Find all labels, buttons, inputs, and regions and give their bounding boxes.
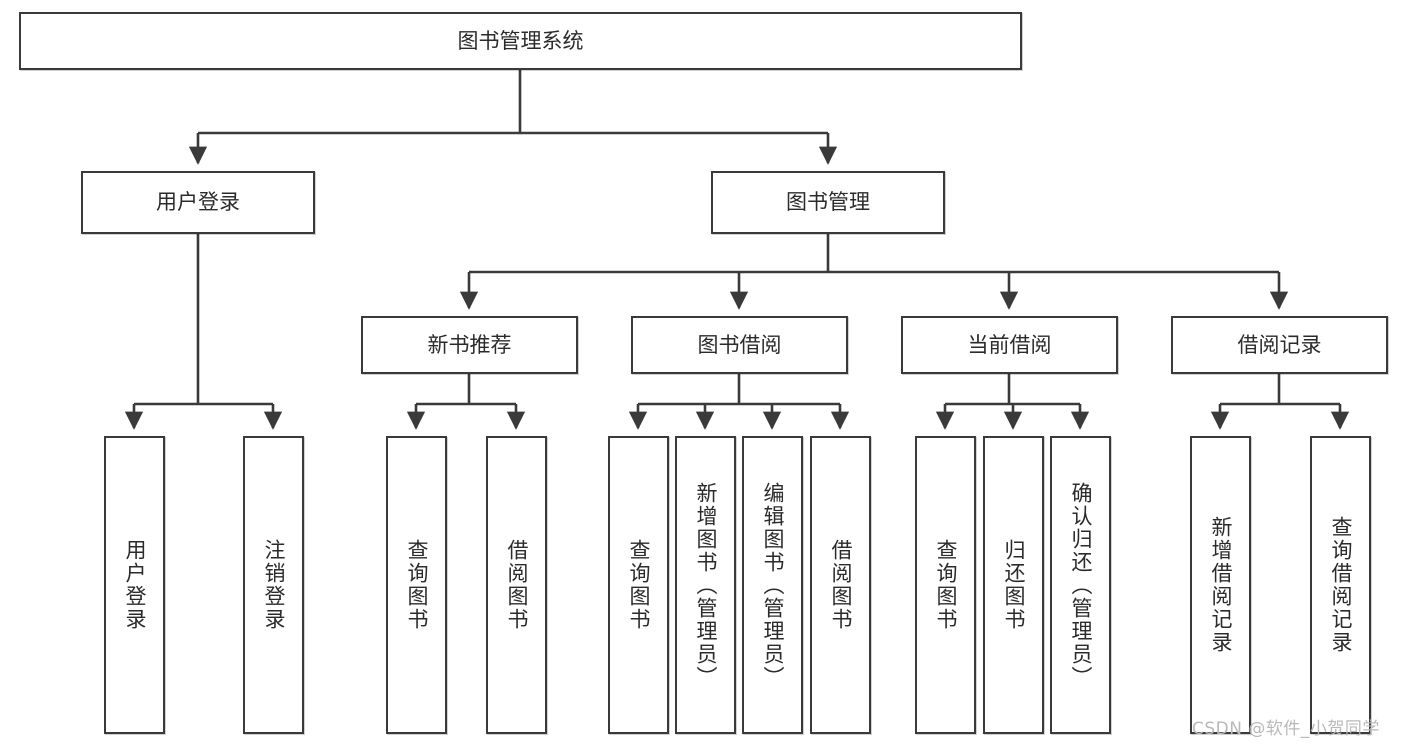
- node-leaf-query-book-1[interactable]: 查询图书: [386, 436, 447, 734]
- node-book-borrow[interactable]: 图书借阅: [631, 316, 848, 374]
- node-leaf-add-book[interactable]: 新增图书（管理员）: [675, 436, 736, 734]
- node-new-book-recommend[interactable]: 新书推荐: [361, 316, 578, 374]
- edge-group-book-manage: [459, 234, 1289, 310]
- node-leaf-borrow-book-1[interactable]: 借阅图书: [486, 436, 547, 734]
- node-leaf-logout[interactable]: 注销登录: [243, 436, 304, 734]
- csdn-watermark: CSDN @软件_小贺同学: [1192, 719, 1380, 739]
- node-leaf-query-book-1-label: 查询图书: [405, 539, 429, 631]
- node-borrow-record[interactable]: 借阅记录: [1171, 316, 1388, 374]
- node-leaf-logout-label: 注销登录: [262, 539, 286, 631]
- node-leaf-add-book-label: 新增图书（管理员）: [694, 481, 718, 689]
- node-root-label: 图书管理系统: [457, 28, 584, 53]
- node-book-borrow-label: 图书借阅: [697, 332, 782, 357]
- node-leaf-return-book-label: 归还图书: [1002, 539, 1026, 631]
- edge-group-root: [188, 70, 838, 165]
- node-leaf-query-book-2-label: 查询图书: [627, 539, 651, 631]
- node-leaf-user-login-label: 用户登录: [123, 539, 147, 631]
- node-current-borrow[interactable]: 当前借阅: [901, 316, 1118, 374]
- node-borrow-record-label: 借阅记录: [1237, 332, 1322, 357]
- node-user-login[interactable]: 用户登录: [81, 171, 315, 234]
- edge-group-current-borrow: [935, 374, 1090, 430]
- node-leaf-confirm-return-label: 确认归还（管理员）: [1069, 481, 1093, 689]
- node-leaf-user-login[interactable]: 用户登录: [104, 436, 165, 734]
- node-leaf-query-book-2[interactable]: 查询图书: [608, 436, 669, 734]
- node-book-manage-label: 图书管理: [786, 190, 870, 215]
- node-leaf-query-book-3-label: 查询图书: [934, 539, 958, 631]
- node-leaf-add-record[interactable]: 新增借阅记录: [1190, 436, 1251, 734]
- node-leaf-return-book[interactable]: 归还图书: [983, 436, 1044, 734]
- node-new-book-recommend-label: 新书推荐: [427, 332, 512, 357]
- node-leaf-borrow-book-2[interactable]: 借阅图书: [810, 436, 871, 734]
- node-leaf-edit-book-label: 编辑图书（管理员）: [761, 481, 785, 689]
- node-leaf-query-book-3[interactable]: 查询图书: [915, 436, 976, 734]
- edge-group-borrow-record: [1210, 374, 1350, 430]
- node-book-manage[interactable]: 图书管理: [711, 171, 945, 234]
- node-leaf-confirm-return[interactable]: 确认归还（管理员）: [1050, 436, 1111, 734]
- node-leaf-add-record-label: 新增借阅记录: [1209, 516, 1233, 654]
- node-leaf-edit-book[interactable]: 编辑图书（管理员）: [742, 436, 803, 734]
- edge-group-new-book-recommend: [406, 374, 526, 430]
- node-leaf-borrow-book-1-label: 借阅图书: [505, 539, 529, 631]
- node-leaf-query-record[interactable]: 查询借阅记录: [1310, 436, 1371, 734]
- node-leaf-query-record-label: 查询借阅记录: [1329, 516, 1353, 654]
- edge-group-user-login: [124, 234, 283, 430]
- node-user-login-label: 用户登录: [156, 190, 240, 215]
- node-current-borrow-label: 当前借阅: [967, 332, 1052, 357]
- node-root[interactable]: 图书管理系统: [19, 12, 1022, 70]
- node-leaf-borrow-book-2-label: 借阅图书: [829, 539, 853, 631]
- edge-group-book-borrow: [628, 374, 850, 430]
